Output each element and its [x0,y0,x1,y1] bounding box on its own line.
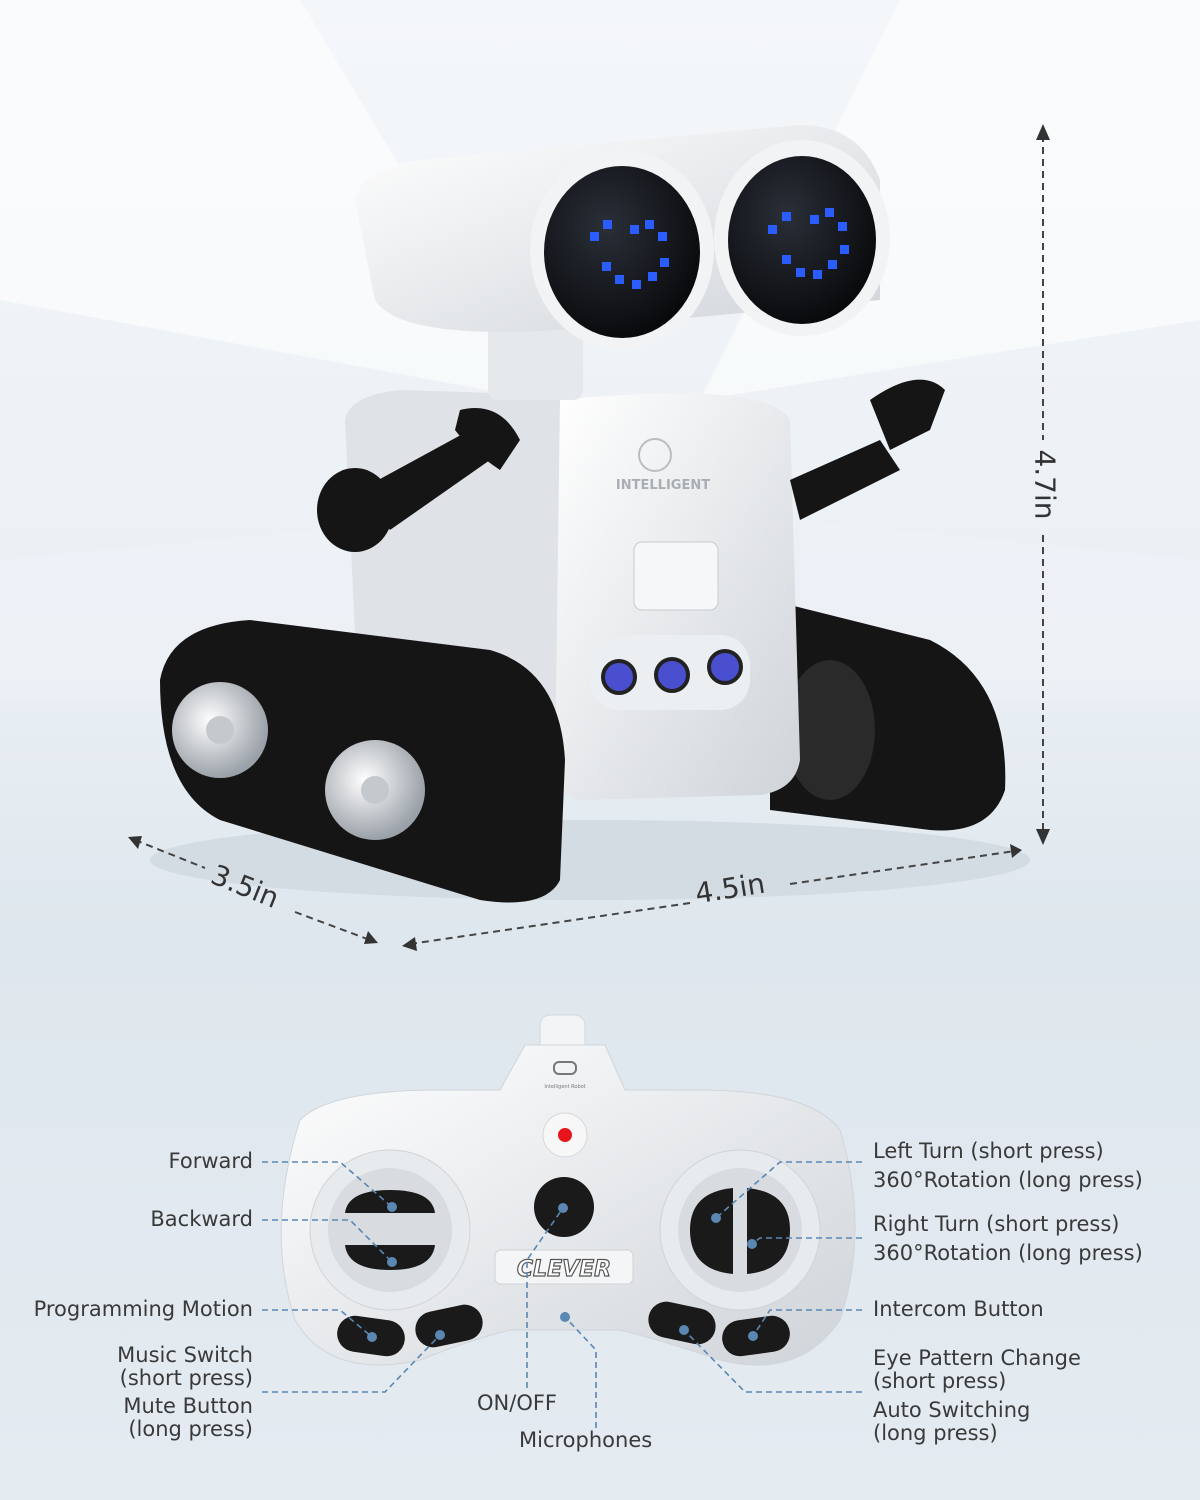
label-microphones: Microphones [519,1428,653,1452]
label-auto-note: (long press) [873,1421,998,1445]
dimension-lines [134,135,1044,945]
left-track [160,620,565,903]
height-dimension: 4.7in [1028,449,1062,520]
music-button [415,1304,483,1348]
label-music-switch-note: (short press) [119,1366,253,1390]
label-programming-motion: Programming Motion [33,1297,253,1321]
left-eye-screen [544,166,700,338]
label-on-off: ON/OFF [477,1391,558,1415]
label-mute-button: Mute Button(long press) [123,1395,253,1441]
label-right-turn: Right Turn (short press) [873,1212,1120,1236]
label-left-turn: Left Turn (short press) [873,1139,1104,1163]
remote-logo-text: Intelligent Robot [544,1084,585,1090]
label-backward: Backward [150,1207,253,1231]
robot-logo-icon [553,1061,577,1075]
dimension-arrowheads [128,124,1050,951]
eye-led-pattern [590,208,849,289]
label-eye-title: Eye Pattern Change [873,1346,1081,1370]
chest-text: INTELLIGENT [616,478,710,493]
label-auto-switching: Auto Switching(long press) [873,1399,1030,1445]
label-intercom: Intercom Button [873,1297,1044,1321]
label-mute-title: Mute Button [123,1394,253,1418]
robot-neck [488,320,583,400]
label-eye-note: (short press) [873,1369,1007,1393]
eye-pattern-button [648,1301,716,1345]
robot: INTELLIGENT [150,125,1030,903]
label-left-rotation: 360°Rotation (long press) [873,1168,1143,1192]
chest-button [633,541,719,611]
forward-button [345,1190,435,1213]
right-track [770,600,1006,831]
label-forward: Forward [168,1149,253,1173]
right-turn-button [747,1188,790,1274]
label-auto-title: Auto Switching [873,1398,1031,1422]
right-eye-screen [728,156,876,324]
left-arm [317,408,520,552]
label-music-switch-title: Music Switch [117,1343,253,1367]
callout-lines [262,1161,862,1428]
label-right-rotation: 360°Rotation (long press) [873,1241,1143,1265]
chest-logo-icon [638,438,672,472]
remote-controller: Intelligent Robot CLEVER [280,1014,856,1366]
label-mute-note: (long press) [128,1417,253,1441]
left-turn-button [690,1188,733,1274]
label-music-switch: Music Switch(short press) [117,1344,253,1390]
label-eye-pattern: Eye Pattern Change(short press) [873,1347,1081,1393]
remote-brand: CLEVER [517,1257,611,1282]
right-arm [790,379,945,520]
